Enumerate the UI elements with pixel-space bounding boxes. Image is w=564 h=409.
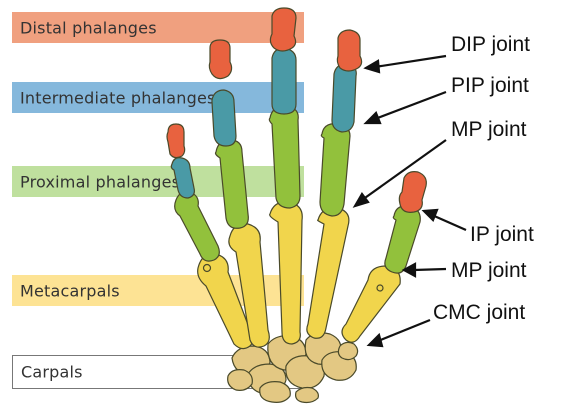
arrow-pip-head (366, 113, 380, 123)
label-dip-joint: DIP joint (451, 33, 530, 57)
arrow-cmc (378, 320, 430, 341)
arrow-dip-head (366, 61, 379, 72)
arrow-ip-head (424, 210, 437, 220)
label-mp-joint-thumb: MP joint (451, 259, 526, 283)
arrow-mp-thumb (414, 269, 446, 270)
label-pip-joint: PIP joint (451, 74, 529, 98)
arrow-ip (432, 215, 466, 230)
label-mp-joint-finger: MP joint (451, 118, 526, 142)
arrow-cmc-head (369, 335, 382, 346)
label-cmc-joint: CMC joint (433, 301, 525, 325)
label-ip-joint: IP joint (470, 223, 534, 247)
arrow-pip (375, 92, 446, 119)
arrow-dip (375, 56, 446, 67)
